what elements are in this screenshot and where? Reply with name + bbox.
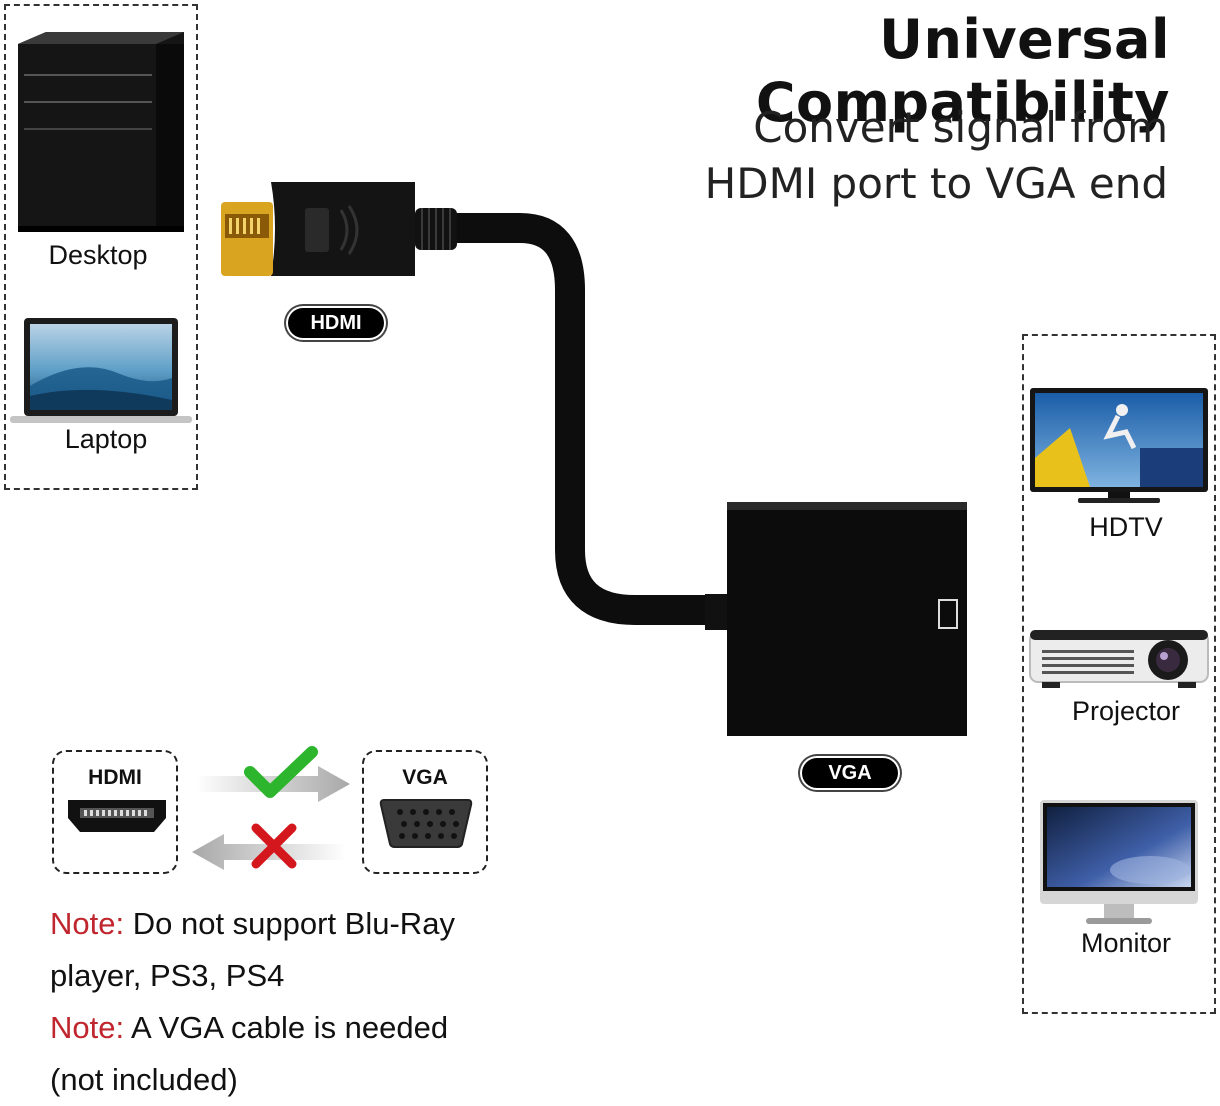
notes-section: Note: Do not support Blu-Ray player, PS3… (50, 898, 570, 1106)
hdmi-tag: HDMI (288, 308, 384, 338)
note-1-continuation: player, PS3, PS4 (50, 958, 285, 993)
laptop-label: Laptop (64, 424, 148, 454)
vga-port-icon (379, 799, 473, 848)
hdmi-port-icon (68, 800, 166, 832)
note-2-continuation: (not included) (50, 1062, 238, 1097)
hdmi-to-vga-cable (221, 182, 967, 736)
desktop-tower-icon (18, 32, 184, 232)
note-2: Note: A VGA cable is needed (50, 1002, 570, 1054)
note-1-text: Do not support Blu-Ray (124, 906, 455, 941)
note-2-text: A VGA cable is needed (124, 1010, 449, 1045)
projector-label: Projector (1071, 696, 1181, 726)
desktop-label: Desktop (48, 240, 148, 270)
note-1: Note: Do not support Blu-Ray (50, 898, 570, 950)
monitor-icon (1040, 800, 1198, 924)
subtitle-line-1: Convert signal from (753, 103, 1168, 152)
vga-port-box: VGA (362, 750, 488, 874)
hdtv-icon (1030, 388, 1208, 503)
hdtv-label: HDTV (1089, 512, 1163, 542)
hdmi-port-label: HDMI (88, 766, 142, 789)
vga-port-label: VGA (402, 766, 448, 789)
display-devices-box (1022, 334, 1216, 1014)
vga-tag: VGA (802, 758, 898, 788)
projector-icon (1029, 630, 1209, 688)
cross-mark-icon (251, 823, 297, 869)
hdmi-port-box: HDMI (52, 750, 178, 874)
note-2-prefix: Note: (50, 1010, 125, 1045)
laptop-icon (10, 318, 192, 423)
source-devices-box (4, 4, 198, 490)
monitor-label: Monitor (1080, 928, 1172, 958)
subtitle-line-2: HDMI port to VGA end (704, 159, 1168, 208)
page-subtitle: Convert signal from HDMI port to VGA end (600, 100, 1168, 212)
check-mark-icon (244, 746, 318, 798)
page-title: Universal Compatibility (755, 8, 1170, 134)
note-1-prefix: Note: (50, 906, 125, 941)
